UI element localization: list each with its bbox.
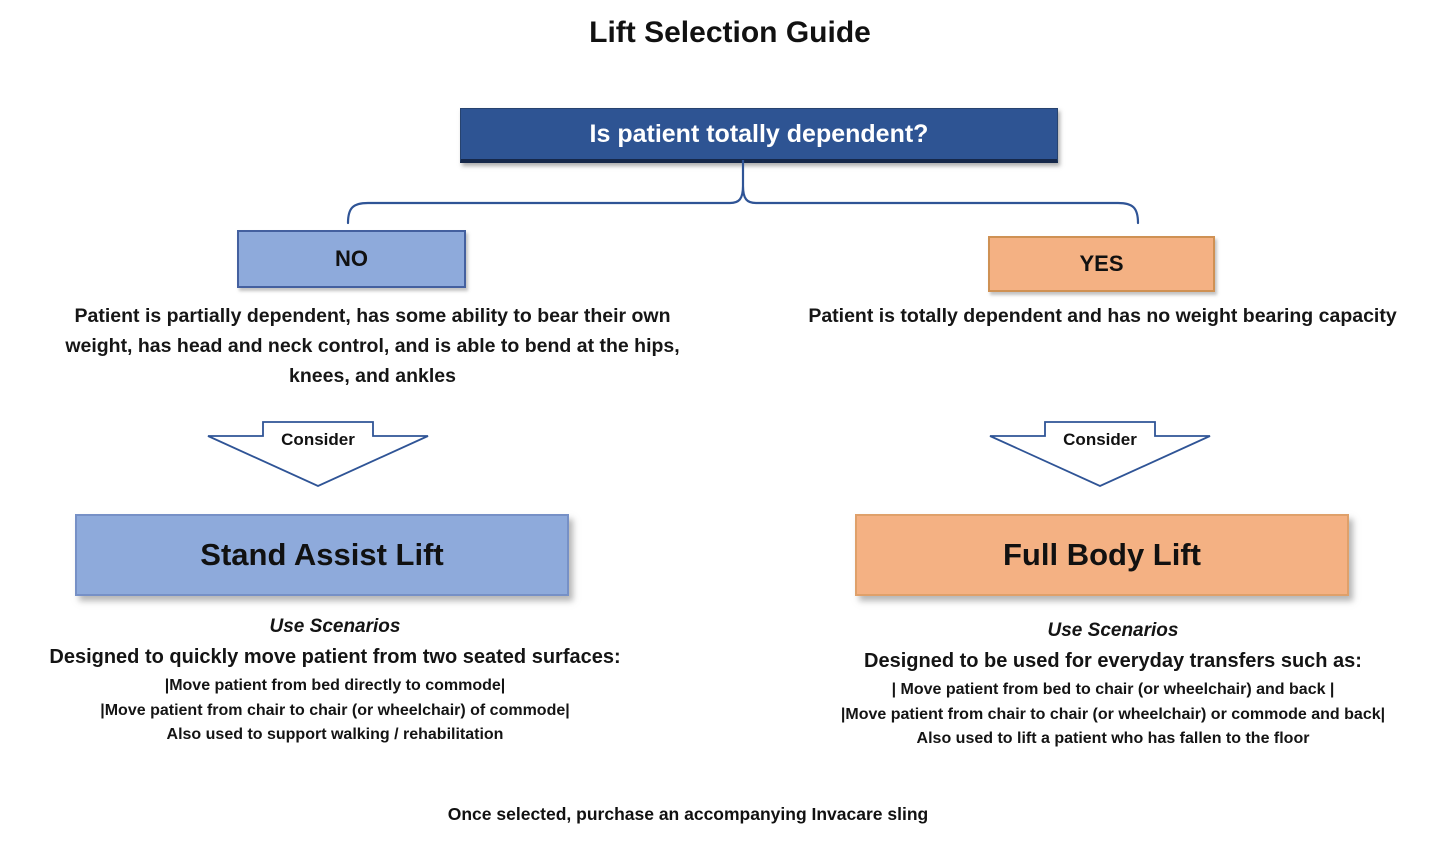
yes-use-scenarios: Use Scenarios Designed to be used for ev… (788, 620, 1438, 752)
use-scenario-item: Also used to lift a patient who has fall… (916, 730, 1310, 747)
use-scenario-item: Also used to support walking / rehabilit… (166, 726, 504, 743)
full-body-lift-box: Full Body Lift (855, 514, 1349, 596)
answer-no-label: NO (335, 246, 368, 271)
use-scenario-item: | Move patient from bed to chair (or whe… (891, 681, 1335, 698)
yes-branch-description: Patient is totally dependent and has no … (808, 305, 1397, 327)
answer-yes-label: YES (1079, 251, 1124, 276)
consider-arrow-right: Consider (989, 421, 1211, 487)
consider-arrow-left: Consider (207, 421, 429, 487)
use-scenarios-heading: Designed to quickly move patient from tw… (49, 646, 621, 668)
full-body-lift-label: Full Body Lift (1002, 537, 1202, 572)
stand-assist-lift-box: Stand Assist Lift (75, 514, 569, 596)
use-scenario-item: |Move patient from chair to chair (or wh… (840, 705, 1386, 723)
question-box: Is patient totally dependent? (460, 108, 1058, 163)
consider-label: Consider (281, 430, 355, 449)
consider-label: Consider (1063, 430, 1137, 449)
use-scenarios-heading: Designed to be used for everyday transfe… (864, 650, 1362, 672)
answer-yes-box: YES (988, 236, 1215, 292)
question-text: Is patient totally dependent? (589, 119, 929, 148)
footer-note: Once selected, purchase an accompanying … (447, 804, 929, 824)
branch-brace-connector-icon (346, 160, 1140, 225)
stand-assist-lift-label: Stand Assist Lift (200, 537, 444, 572)
use-scenarios-title: Use Scenarios (269, 616, 401, 637)
answer-no-box: NO (237, 230, 466, 288)
down-arrow-icon (989, 421, 1211, 487)
use-scenario-item: |Move patient from bed directly to commo… (164, 677, 506, 694)
down-arrow-icon (207, 421, 429, 487)
no-branch-description: Patient is partially dependent, has some… (65, 305, 680, 387)
page-title: Lift Selection Guide (589, 16, 871, 49)
no-use-scenarios: Use Scenarios Designed to quickly move p… (15, 616, 655, 748)
use-scenarios-title: Use Scenarios (1047, 620, 1179, 641)
use-scenario-item: |Move patient from chair to chair (or wh… (100, 701, 570, 719)
